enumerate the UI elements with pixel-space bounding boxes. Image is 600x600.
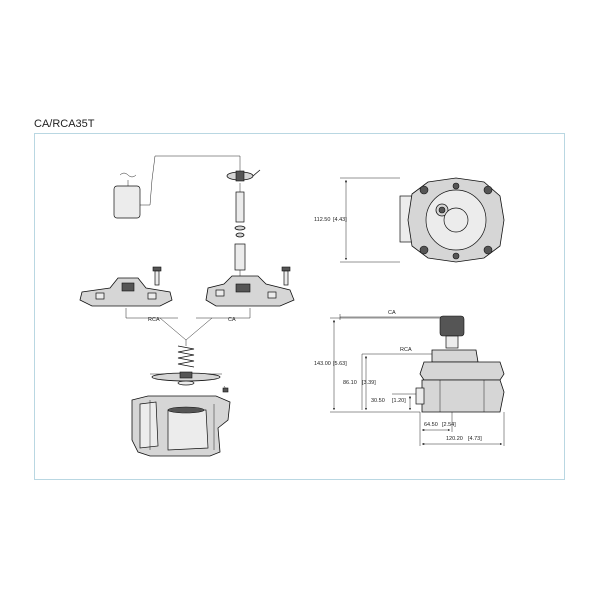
cover-screw-right <box>281 266 291 286</box>
exploded-view: RCA CA <box>79 155 295 457</box>
top-height-dim-in: [4.43] <box>333 217 347 223</box>
dim-total-height: 143.00 <box>314 361 331 367</box>
dim-outlet-height-in: [1.20] <box>392 398 406 404</box>
cover-screw-left <box>152 266 162 286</box>
side-ca-label: CA <box>388 310 396 316</box>
side-rca-label: RCA <box>400 347 412 353</box>
dim-rca-height: 86.10 <box>343 380 357 386</box>
dim-half-width-in: [2.54] <box>442 422 456 428</box>
spring <box>177 340 195 368</box>
armature-stack <box>226 165 261 284</box>
top-height-dim: 112.50 <box>314 217 330 223</box>
side-solenoid <box>439 315 465 337</box>
page-title: CA/RCA35T <box>34 118 95 130</box>
valve-body <box>131 395 231 457</box>
dim-width-in: [4.73] <box>468 436 482 442</box>
dim-rca-height-in: [3.39] <box>362 380 376 386</box>
dim-half-width: 64.50 <box>424 422 438 428</box>
top-view: 112.50 [4.43] <box>314 177 505 263</box>
ca-cover-label: CA <box>228 317 236 323</box>
dim-width: 120.20 <box>446 436 463 442</box>
diaphragm <box>150 371 229 393</box>
rca-cover-label: RCA <box>148 317 160 323</box>
drawing-frame <box>34 133 565 480</box>
dim-outlet-height: 30.50 <box>371 398 385 404</box>
dim-total-height-in: [5.63] <box>333 361 347 367</box>
ca-cover <box>205 275 295 307</box>
cover-leader-lines <box>125 308 251 341</box>
side-view: CA 143.00 [5.63] RCA 86.10 [3.39] 30.50 … <box>314 310 505 446</box>
solenoid-coil <box>113 155 241 219</box>
rca-cover <box>79 277 173 307</box>
